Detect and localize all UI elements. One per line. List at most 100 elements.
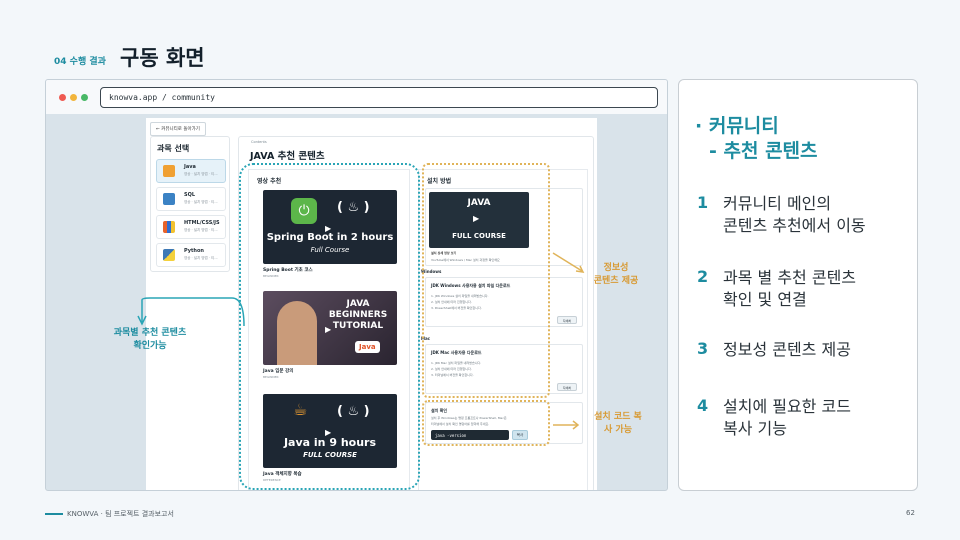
video-thumbnail[interactable]: ⏻ ( ♨ ) ▶ Spring Boot in 2 hours Full Co… [263, 190, 397, 264]
subject-desc: 영상 · 설치 방법 · 티... [184, 228, 218, 232]
subject-item-python[interactable]: Python 영상 · 설치 방법 · 티... [156, 243, 226, 267]
summary-panel: · 커뮤니티 - 추천 콘텐츠 1 커뮤니티 메인의 콘텐츠 추천에서 이동 2… [678, 79, 918, 491]
copy-callout: 설치 코드 복 사 가능 [594, 412, 642, 435]
thumbnail-title: Java in 9 hours [283, 436, 377, 449]
summary-item-text: 과목 별 추천 콘텐츠 확인 및 연결 [723, 268, 857, 310]
subject-item-sql[interactable]: SQL 영상 · 설치 방법 · 티... [156, 187, 226, 211]
html-icon [163, 221, 175, 233]
freecodecamp-logo-icon: ( ♨ ) [337, 404, 370, 419]
java-logo-icon: Java [355, 341, 380, 353]
subject-desc: 영상 · 설치 방법 · 티... [184, 172, 218, 176]
summary-item-text: 정보성 콘텐츠 제공 [723, 340, 851, 359]
spring-power-icon: ⏻ [291, 198, 317, 224]
video-thumbnail[interactable]: JAVA BEGINNERS TUTORIAL ▶ Java [263, 291, 397, 365]
video-level: BEGINNER [263, 274, 279, 278]
breadcrumb[interactable]: Contents [251, 140, 267, 144]
summary-item-number: 2 [697, 267, 709, 286]
summary-item-number: 3 [697, 339, 709, 358]
app-viewport: ← 커뮤니티로 돌아가기 과목 선택 Java 영상 · 설치 방법 · 티..… [146, 118, 597, 490]
mac-card-title: JDK Mac 사용자용 다운로드 [431, 350, 482, 355]
video-highlight-box [239, 163, 420, 490]
video-recommendations: 영상 추천 ⏻ ( ♨ ) ▶ Spring Boot in 2 hours F… [248, 169, 410, 490]
command-code-block: java -version [431, 430, 509, 440]
presenter-image [277, 301, 317, 365]
install-video-caption: 설치 상세 영상 보기 [431, 251, 457, 255]
summary-heading-line-2: - 추천 콘텐츠 [709, 139, 818, 162]
subject-desc: 영상 · 설치 방법 · 티... [184, 256, 218, 260]
browser-window: knowva.app / community ← 커뮤니티로 돌아가기 과목 선… [45, 79, 668, 491]
browser-toolbar: knowva.app / community [46, 80, 667, 114]
windows-label: Windows [421, 269, 442, 274]
thumbnail-title: Spring Boot in 2 hours [266, 232, 394, 243]
subject-name: Java [184, 164, 196, 170]
subject-name: HTML/CSS/JS [184, 220, 220, 226]
freecodecamp-logo-icon: ( ♨ ) [337, 200, 370, 215]
subject-item-java[interactable]: Java 영상 · 설치 방법 · 티... [156, 159, 226, 183]
subject-desc: 영상 · 설치 방법 · 티... [184, 200, 218, 204]
windows-install-card: JDK Windows 사용자용 설치 파일 다운로드 1. JDK Windo… [425, 277, 583, 327]
thumbnail-title: JAVA [467, 198, 491, 208]
summary-item-number: 4 [697, 396, 709, 415]
maximize-window-button[interactable] [81, 94, 88, 101]
windows-step: 2. 설치 안내에 따라 진행합니다. [431, 300, 472, 304]
thumbnail-subtitle: Full Course [310, 246, 350, 254]
content-title: JAVA 추천 콘텐츠 [250, 151, 325, 162]
check-desc: 터미널에서 설치 확인 명령어를 입력해 주세요. [431, 422, 490, 426]
video-thumbnail[interactable]: ☕ ( ♨ ) ▶ Java in 9 hours FULL COURSE [263, 394, 397, 468]
footer-brand: KNOWVA · 팀 프로젝트 결과보고서 [45, 509, 174, 519]
mac-label: Mac [421, 336, 431, 341]
thumbnail-subtitle: FULL COURSE [452, 232, 506, 240]
video-level: BEGINNER [263, 375, 279, 379]
section-tag: 04 수행 결과 [54, 57, 106, 67]
info-highlight-box [422, 163, 550, 398]
page-title: 구동 화면 [120, 46, 205, 70]
footer-brand-text: KNOWVA · 팀 프로젝트 결과보고서 [67, 510, 174, 518]
mac-step: 2. 설치 안내에 따라 진행합니다. [431, 367, 472, 371]
play-icon: ▶ [325, 325, 332, 334]
thumbnail-title: JAVA BEGINNERS TUTORIAL [328, 299, 388, 331]
subject-panel-title: 과목 선택 [157, 144, 190, 153]
video-caption: Java 객체지향 복습 [263, 472, 302, 477]
subject-callout: 과목별 추천 콘텐츠 확인가능 [113, 328, 187, 351]
mac-step: 3. 터미널에서 버전을 확인합니다. [431, 373, 474, 377]
video-thumbnail[interactable]: JAVA ▶ FULL COURSE [429, 192, 529, 248]
minimize-window-button[interactable] [70, 94, 77, 101]
python-icon [163, 249, 175, 261]
windows-detail-button[interactable]: 자세히 [557, 316, 577, 324]
video-card[interactable]: ☕ ( ♨ ) ▶ Java in 9 hours FULL COURSE Ja… [259, 394, 401, 490]
mac-detail-button[interactable]: 자세히 [557, 383, 577, 391]
check-desc: 설치 후 Windows는 명령 프롬프트나 PowerShell, Mac은 [431, 416, 507, 420]
install-title: 설치 방법 [427, 178, 452, 185]
back-to-community-button[interactable]: ← 커뮤니티로 돌아가기 [150, 122, 206, 136]
install-guide: 설치 방법 JAVA ▶ FULL COURSE 설치 상세 영상 보기 You… [418, 169, 588, 490]
page-number: 62 [906, 509, 915, 517]
mac-install-card: JDK Mac 사용자용 다운로드 1. JDK Mac 설치 파일을 내려받습… [425, 344, 583, 394]
play-icon: ▶ [325, 224, 332, 233]
play-icon: ▶ [473, 214, 480, 223]
play-icon: ▶ [325, 428, 332, 437]
subject-name: SQL [184, 192, 196, 198]
videos-title: 영상 추천 [257, 178, 282, 185]
check-card-title: 설치 확인 [431, 408, 448, 413]
install-video-card[interactable]: JAVA ▶ FULL COURSE 설치 상세 영상 보기 YouTube에서… [425, 188, 583, 266]
summary-item-text: 설치에 필요한 코드 복사 기능 [723, 397, 851, 439]
address-bar[interactable]: knowva.app / community [100, 87, 658, 108]
windows-step: 1. JDK Windows 설치 파일을 내려받습니다. [431, 294, 489, 298]
video-card[interactable]: JAVA BEGINNERS TUTORIAL ▶ Java Java 입문 강… [259, 291, 401, 387]
content-panel: Contents JAVA 추천 콘텐츠 영상 추천 ⏻ ( ♨ ) ▶ Spr… [238, 136, 594, 490]
video-card[interactable]: ⏻ ( ♨ ) ▶ Spring Boot in 2 hours Full Co… [259, 190, 401, 286]
subject-item-html[interactable]: HTML/CSS/JS 영상 · 설치 방법 · 티... [156, 215, 226, 239]
copy-highlight-box [422, 400, 550, 446]
copy-command-button[interactable]: 복사 [512, 430, 528, 440]
install-video-desc: YouTube에서 Windows / Mac 설치 과정을 확인해요 [431, 258, 500, 262]
coffee-cup-icon: ☕ [293, 400, 308, 419]
summary-item-number: 1 [697, 193, 709, 212]
video-caption: Spring Boot 기초 코스 [263, 268, 313, 273]
close-window-button[interactable] [59, 94, 66, 101]
summary-heading: · 커뮤니티 - 추천 콘텐츠 [695, 114, 818, 163]
thumbnail-subtitle: FULL COURSE [303, 451, 357, 459]
java-icon [163, 165, 175, 177]
subject-panel: 과목 선택 Java 영상 · 설치 방법 · 티... SQL 영상 · 설치… [150, 136, 230, 272]
video-caption: Java 입문 강의 [263, 369, 294, 374]
